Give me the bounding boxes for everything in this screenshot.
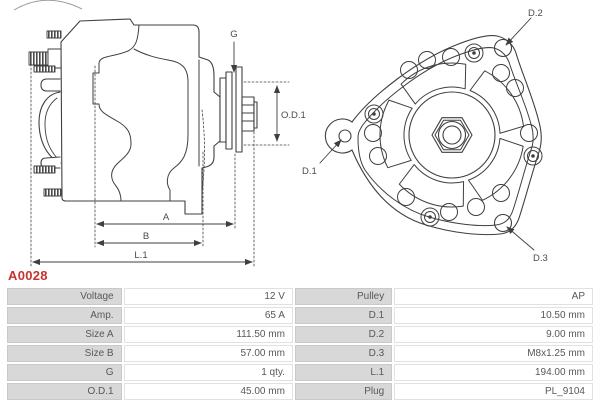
part-number: A0028 [8, 268, 48, 283]
hole-label-d3: D.3 [533, 253, 548, 264]
terminal-cap [40, 78, 61, 92]
mount-hole-d1 [338, 129, 352, 143]
spec-value-pulley: AP [394, 288, 593, 305]
rear-cover-inner-line [44, 97, 58, 159]
shaft-washer [437, 120, 467, 150]
pulley-flange-front [235, 66, 243, 153]
spec-value-d3: M8x1.25 mm [394, 345, 593, 362]
spec-value-size-b: 57.00 mm [123, 345, 293, 362]
hidden-bearing-arc [201, 109, 205, 194]
spec-value-size-a: 111.50 mm [123, 326, 293, 343]
pulley-flange-rear [225, 71, 233, 150]
mount-hole-d3 [493, 213, 513, 233]
spec-value-l1: 194.00 mm [394, 364, 593, 381]
stud-top [46, 30, 62, 39]
spec-value-od1: 45.00 mm [123, 383, 293, 400]
dim-label-g: G [230, 29, 237, 40]
dim-label-a: A [163, 212, 170, 223]
spec-label-l1: L.1 [294, 364, 393, 381]
spec-row: Voltage 12 V Pulley AP [7, 288, 593, 305]
fan-blades [379, 62, 524, 208]
spec-label-d3: D.3 [294, 345, 393, 362]
cropped-shape-artifact [13, 0, 83, 11]
hole-label-d2: D.2 [528, 8, 543, 19]
rear-cover-bulge [38, 91, 61, 164]
spec-label-od1: O.D.1 [7, 383, 122, 400]
spec-label-amp: Amp. [7, 307, 122, 324]
pulley-face [408, 91, 496, 179]
spec-row: G 1 qty. L.1 194.00 mm [7, 364, 593, 381]
pulley-spacer [219, 77, 227, 143]
leader-d2 [505, 17, 532, 46]
alternator-body-outline [60, 18, 221, 215]
spec-value-d2: 9.00 mm [394, 326, 593, 343]
spec-label-d2: D.2 [294, 326, 393, 343]
spec-row: Size B 57.00 mm D.3 M8x1.25 mm [7, 345, 593, 362]
shaft-end [253, 101, 258, 129]
dim-label-l1: L.1 [134, 250, 147, 261]
shaft-tip [442, 125, 462, 145]
inner-contour-rotor [92, 24, 140, 202]
vent-holes [364, 48, 538, 221]
spec-value-g: 1 qty. [123, 364, 293, 381]
spec-value-amp: 65 A [123, 307, 293, 324]
spec-value-voltage: 12 V [123, 288, 293, 305]
technical-drawings: G O.D.1 A B L.1 [13, 0, 548, 267]
spec-label-pulley: Pulley [294, 288, 393, 305]
leader-lines [319, 17, 535, 251]
shaft-nut-inner [434, 119, 470, 151]
side-view-drawing: G O.D.1 A B L.1 [28, 18, 306, 267]
spec-label-d1: D.1 [294, 307, 393, 324]
spec-label-plug: Plug [294, 383, 393, 400]
stud-terminal-washer [47, 48, 62, 69]
spec-row: Amp. 65 A D.1 10.50 mm [7, 307, 593, 324]
leader-d3 [506, 226, 535, 251]
stud-strip [33, 65, 56, 73]
spec-value-plug: PL_9104 [394, 383, 593, 400]
spec-row: Size A 111.50 mm D.2 9.00 mm [7, 326, 593, 343]
shaft-rib-lines [241, 104, 255, 122]
spec-value-d1: 10.50 mm [394, 307, 593, 324]
leader-d1 [319, 139, 342, 164]
front-view-drawing: D.1 D.2 D.3 [302, 8, 548, 264]
spec-label-voltage: Voltage [7, 288, 122, 305]
spec-label-size-b: Size B [7, 345, 122, 362]
spec-label-size-a: Size A [7, 326, 122, 343]
dimension-lines [32, 41, 281, 266]
dim-label-od1: O.D.1 [281, 110, 306, 121]
dim-label-b: B [143, 231, 149, 242]
stud-lower [33, 165, 56, 174]
mount-hole-d2 [493, 38, 513, 58]
specs-table: Voltage 12 V Pulley AP Amp. 65 A D.1 10.… [5, 286, 595, 400]
stud-bottom [43, 188, 62, 197]
inner-contour-front [166, 59, 189, 202]
shaft-ribbed [241, 96, 255, 132]
construction-lines [30, 63, 290, 267]
spec-label-g: G [7, 364, 122, 381]
hole-label-d1: D.1 [302, 166, 317, 177]
inner-contour-shoulder [133, 48, 169, 61]
spec-row: O.D.1 45.00 mm Plug PL_9104 [7, 383, 593, 400]
through-bolts [364, 43, 543, 227]
stud-terminal [28, 51, 49, 66]
shaft-nut-outer [431, 117, 473, 153]
housing-outline-inner [357, 47, 534, 227]
